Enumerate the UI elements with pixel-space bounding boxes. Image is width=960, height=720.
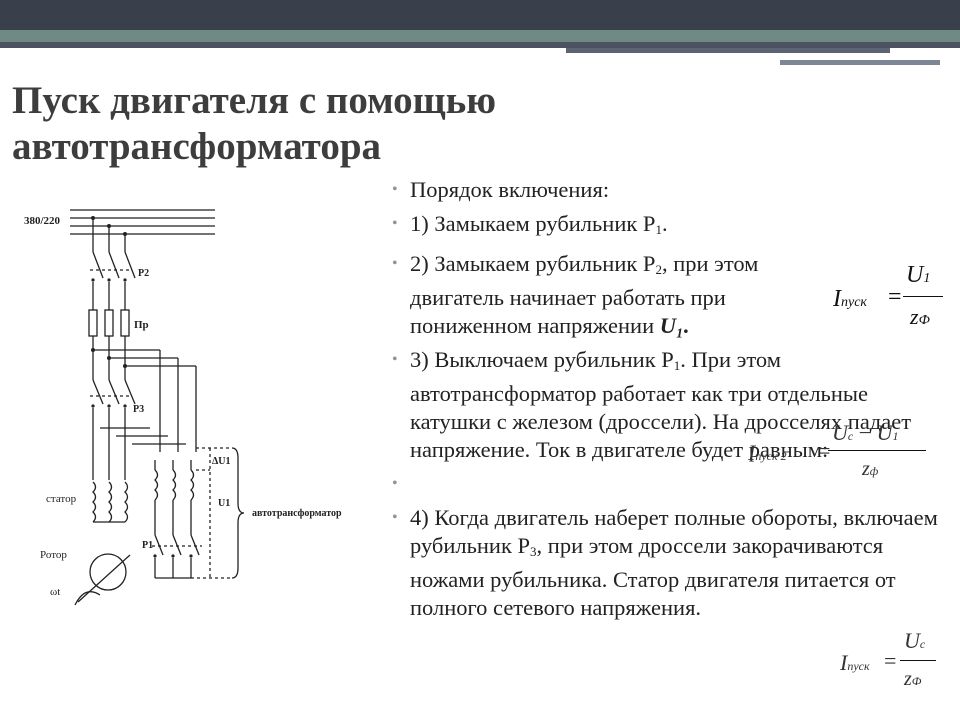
formula-symbol: I [833,286,841,312]
formula-symbol: z [910,304,919,329]
delta-u1-label: ΔU1 [212,456,231,467]
switch-p2-label: Р2 [138,268,149,279]
u1-label: U1 [218,498,230,509]
formula-subscript: пуск [847,659,870,673]
header-stripe [0,30,960,42]
header-bar [0,0,960,30]
subscript: 1 [655,222,662,237]
bullet-text: 2) Замыкаем рубильник Р [410,251,656,276]
formula-equals: = [888,284,902,310]
formula-symbol: U [876,420,893,445]
formula-symbol: U [832,420,848,445]
bullet-text: Порядок включения: [410,177,610,202]
bullet-item [392,470,952,498]
switch-p1-label: Р1 [142,540,153,551]
formula-subscript: 1 [892,429,899,443]
bullet-text: 1) Замыкаем рубильник Р [410,211,656,236]
fraction-line [900,660,936,661]
formula-symbol: U [904,628,920,653]
formula-symbol: z [862,458,870,480]
formula-subscript: ф [869,464,879,478]
formula-subscript: пуск 2 [755,449,787,463]
stator-label: статор [46,493,77,505]
bullet-item: 2) Замыкаем рубильник Р2, при этом двига… [392,250,952,340]
bullet-text: . При этом автотрансформатор работает ка… [410,347,912,462]
formula-subscript: c [919,637,926,651]
omega-t-label: ωt [50,586,60,598]
subscript: 3 [530,544,537,559]
formula-symbol: U [906,262,924,288]
rotor-label: Ротор [40,549,67,561]
bullet-emphasis: U₁. [659,313,690,338]
formula-symbol: I [840,650,848,675]
formula-equals: = [884,648,897,673]
formula-equals: = [818,438,831,463]
accent-line [566,48,890,53]
formula-subscript: Ф [918,313,930,328]
bullet-item: Порядок включения: [392,176,952,204]
accent-line [780,60,940,65]
formula-symbol: I [748,440,756,465]
autotransformer-label: автотрансформатор [252,508,342,519]
autotransformer-circuit-diagram: 380/220 Р2 Пр Р3 ΔU1 U1 статор автотранс… [24,209,342,606]
fraction-line [903,296,943,297]
formula-subscript: c [847,429,854,443]
bullet-list: Порядок включения: 1) Замыкаем рубильник… [392,176,952,628]
fraction-line [828,450,926,451]
header-stripe-dark [0,42,960,48]
bullet-text: 4) Когда двигатель наберет полные оборот… [410,505,938,558]
fuse-label: Пр [134,319,149,331]
formula-subscript: пуск [841,295,867,310]
bullet-item: 4) Когда двигатель наберет полные оборот… [392,504,952,622]
bullet-text: , при этом дроссели закорачиваются ножам… [410,533,896,620]
bullet-text: , при этом двигатель начинает работать п… [410,251,759,338]
formula-subscript: Ф [911,674,922,688]
subscript: 2 [655,262,662,277]
bullet-text: . [661,211,668,236]
slide-title: Пуск двигателя с помощью автотрансформат… [12,79,497,168]
formula-symbol: z [904,668,912,690]
supply-voltage-label: 380/220 [24,215,61,227]
bullet-item: 3) Выключаем рубильник Р1. При этом авто… [392,346,952,464]
formula-minus: − [858,420,872,445]
bullet-item: 1) Замыкаем рубильник Р1. [392,210,952,244]
subscript: 1 [673,358,681,373]
switch-p3-label: Р3 [133,404,144,415]
bullet-text: 3) Выключаем рубильник Р [410,347,674,372]
formula-subscript: 1 [923,271,931,286]
